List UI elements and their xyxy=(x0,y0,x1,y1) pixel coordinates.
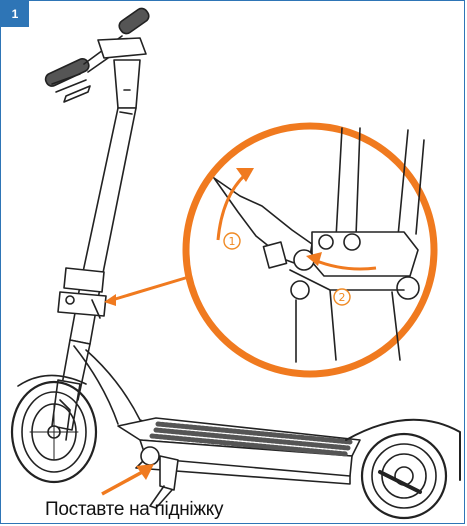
instruction-caption: Поставте на підніжку xyxy=(45,499,224,520)
magnifier-pointer-line xyxy=(111,274,193,302)
callout-two-circle xyxy=(333,288,351,306)
callout-one-label: 1 xyxy=(229,235,236,248)
detail-stem-upper xyxy=(335,127,361,239)
kickstand-pointer-head xyxy=(136,464,154,480)
front-wheel xyxy=(10,374,98,484)
latch-detail-magnifier: 1 2 xyxy=(182,122,438,378)
lift-arrow xyxy=(216,172,248,241)
front-fork xyxy=(51,339,91,441)
rear-wheel xyxy=(345,418,461,520)
magnifier-pointer-head xyxy=(104,294,116,306)
scooter-frame xyxy=(73,345,153,425)
scooter-deck xyxy=(117,417,361,485)
handlebar xyxy=(44,7,150,103)
step-number-badge: 1 xyxy=(1,1,29,27)
folding-latch xyxy=(57,267,107,319)
kickstand-pointer-line xyxy=(101,468,147,496)
callout-one-circle xyxy=(223,232,241,250)
callout-two-label: 2 xyxy=(339,291,346,304)
detail-stem-right xyxy=(397,129,425,237)
kickstand xyxy=(140,446,179,509)
